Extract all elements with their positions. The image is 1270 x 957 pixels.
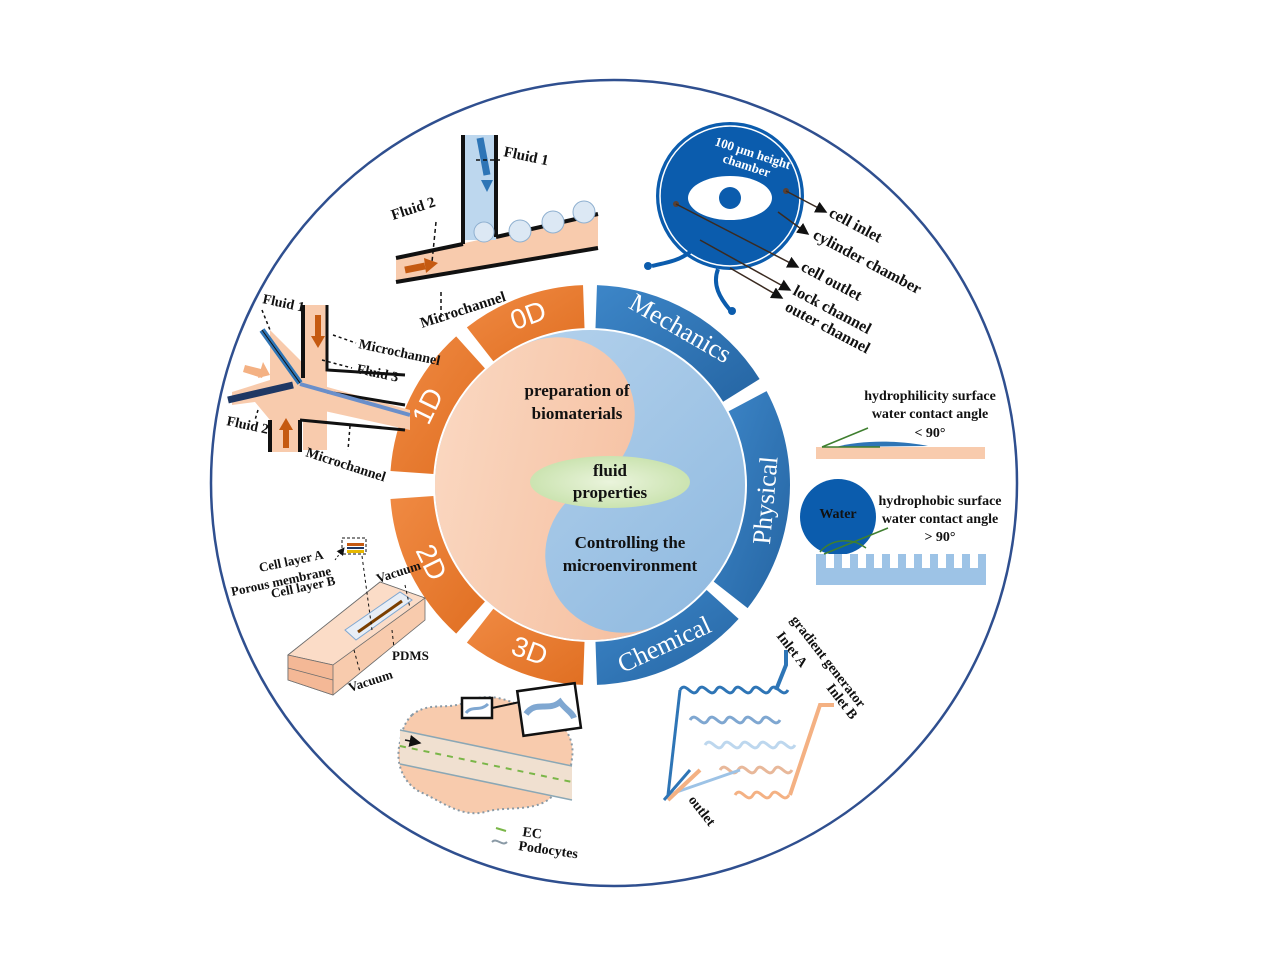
phys-hydrophilic-line2: water contact angle: [872, 407, 988, 422]
hydrophobic-gap: [938, 554, 946, 568]
phys-hydrophobic-line1: hydrophobic surface: [878, 494, 1001, 509]
hydrophobic-gap: [890, 554, 898, 568]
segment-0d: [466, 285, 585, 362]
3d-ec-label: EC: [521, 825, 542, 843]
segment-physical: [713, 391, 791, 609]
chem-outlet-label: outlet: [685, 793, 718, 829]
segment-2d: [390, 495, 485, 634]
hydrophobic-gap: [842, 554, 850, 568]
0d-fluid2-label: Fluid 2: [389, 195, 437, 224]
phys-hydrophilic-line3: < 90°: [914, 426, 945, 441]
center-yin-yang: preparation of biomaterials fluid proper…: [435, 330, 745, 640]
hydrophobic-gap: [858, 554, 866, 568]
outer-circle: [209, 78, 1019, 888]
panel-2d: Cell layer A Porous membrane Cell layer …: [230, 537, 429, 696]
2d-pdms-label: PDMS: [392, 648, 429, 663]
hydrophobic-gap: [826, 554, 834, 568]
1d-fluid1-label: Fluid 1: [261, 292, 306, 315]
phys-water-label: Water: [819, 507, 856, 522]
1d-fluid3-label: Fluid 3: [355, 362, 400, 385]
phys-hydrophobic-line3: > 90°: [924, 530, 955, 545]
segment-chemical: [595, 590, 739, 685]
hydrophobic-gap: [922, 554, 930, 568]
water-droplet: [800, 479, 876, 555]
hydrophobic-pillars: [826, 554, 978, 568]
center-middle-text-1: fluid: [593, 461, 628, 480]
center-top-text-1: preparation of: [525, 381, 630, 400]
segment-1d: [390, 336, 485, 475]
phys-hydrophobic-line2: water contact angle: [882, 512, 998, 527]
0d-fluid1-label: Fluid 1: [502, 144, 550, 169]
center-bottom-text-2: microenvironment: [563, 556, 698, 575]
panel-3d: EC Podocytes: [397, 681, 583, 862]
1d-fluid2-label: Fluid 2: [225, 414, 270, 437]
hydrophobic-gap: [906, 554, 914, 568]
panel-physical: hydrophilicity surface water contact ang…: [800, 389, 1002, 585]
center-bottom-text-1: Controlling the: [575, 533, 686, 552]
1d-microchannel-bottom-label: Microchannel: [304, 446, 388, 486]
fluid-properties-oval: [530, 456, 690, 508]
hydrophobic-gap: [954, 554, 962, 568]
phys-hydrophilic-line1: hydrophilicity surface: [864, 389, 996, 404]
hydrophobic-gap: [970, 554, 978, 568]
center-top-text-2: biomaterials: [532, 404, 623, 423]
3d-podocytes-label: Podocytes: [517, 839, 579, 862]
segment-mechanics: [595, 285, 760, 402]
hydrophobic-gap: [874, 554, 882, 568]
segment-3d: [466, 608, 585, 685]
center-middle-text-2: properties: [573, 483, 648, 502]
